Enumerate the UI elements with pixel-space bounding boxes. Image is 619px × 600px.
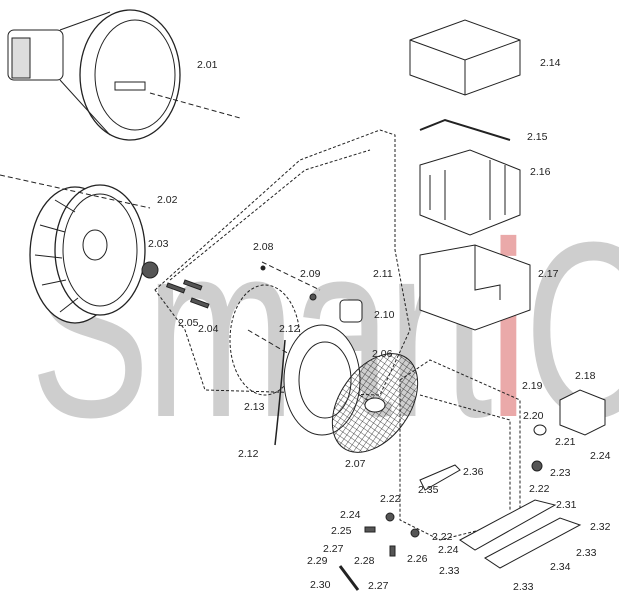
callout-2-02: 2.02 [157, 194, 178, 206]
top-cover-part [409, 19, 521, 96]
callout-2-24: 2.24 [438, 544, 459, 556]
callout-2-24: 2.24 [590, 450, 611, 462]
callout-2-12: 2.12 [238, 448, 259, 460]
callout-2-15: 2.15 [527, 131, 548, 143]
callout-2-26: 2.26 [407, 553, 428, 565]
callout-2-19: 2.19 [522, 380, 543, 392]
callout-2-04: 2.04 [198, 323, 219, 335]
motor-part [7, 9, 181, 141]
callout-2-10: 2.10 [374, 309, 395, 321]
callout-2-27: 2.27 [323, 543, 344, 555]
callout-2-05: 2.05 [178, 317, 199, 329]
fan-wheel-part [29, 184, 146, 324]
callout-2-13: 2.13 [244, 401, 265, 413]
callout-2-09: 2.09 [300, 268, 321, 280]
actuator-part [531, 389, 606, 472]
base-plates-part [459, 499, 582, 569]
callout-2-33: 2.33 [439, 565, 460, 577]
guard-mesh-part [331, 353, 419, 453]
callout-2-12: 2.12 [279, 323, 300, 335]
callout-2-33: 2.33 [576, 547, 597, 559]
callout-2-23: 2.23 [550, 467, 571, 479]
callout-2-27: 2.27 [368, 580, 389, 592]
junction-block-part [339, 299, 363, 323]
callout-2-07: 2.07 [345, 458, 366, 470]
callout-2-30: 2.30 [310, 579, 331, 591]
callout-2-17: 2.17 [538, 268, 559, 280]
callout-2-21: 2.21 [555, 436, 576, 448]
callout-2-29: 2.29 [307, 555, 328, 567]
callout-2-11: 2.11 [373, 268, 393, 280]
bracket-part [419, 118, 511, 141]
callout-2-36: 2.36 [463, 466, 484, 478]
callout-2-34: 2.34 [550, 561, 571, 573]
callout-2-35: 2.35 [418, 484, 439, 496]
damper-arm-part [419, 464, 461, 491]
callout-2-28: 2.28 [354, 555, 375, 567]
callout-2-20: 2.20 [523, 410, 544, 422]
callout-2-08: 2.08 [253, 241, 274, 253]
enclosure-box-part [419, 244, 531, 331]
callout-2-31: 2.31 [556, 499, 577, 511]
hub-part [141, 261, 210, 309]
callout-2-18: 2.18 [575, 370, 596, 382]
callout-2-06: 2.06 [372, 348, 393, 360]
callout-2-22: 2.22 [529, 483, 550, 495]
callout-2-16: 2.16 [530, 166, 551, 178]
callout-2-01: 2.01 [197, 59, 218, 71]
callout-2-14: 2.14 [540, 57, 561, 69]
callout-2-32: 2.32 [590, 521, 611, 533]
callout-2-25: 2.25 [331, 525, 352, 537]
fittings-part [338, 512, 420, 591]
callout-2-24: 2.24 [340, 509, 361, 521]
callout-2-33: 2.33 [513, 581, 534, 593]
callout-2-22: 2.22 [380, 493, 401, 505]
callout-2-22: 2.22 [432, 531, 453, 543]
callout-2-03: 2.03 [148, 238, 169, 250]
frame-part [419, 149, 521, 236]
